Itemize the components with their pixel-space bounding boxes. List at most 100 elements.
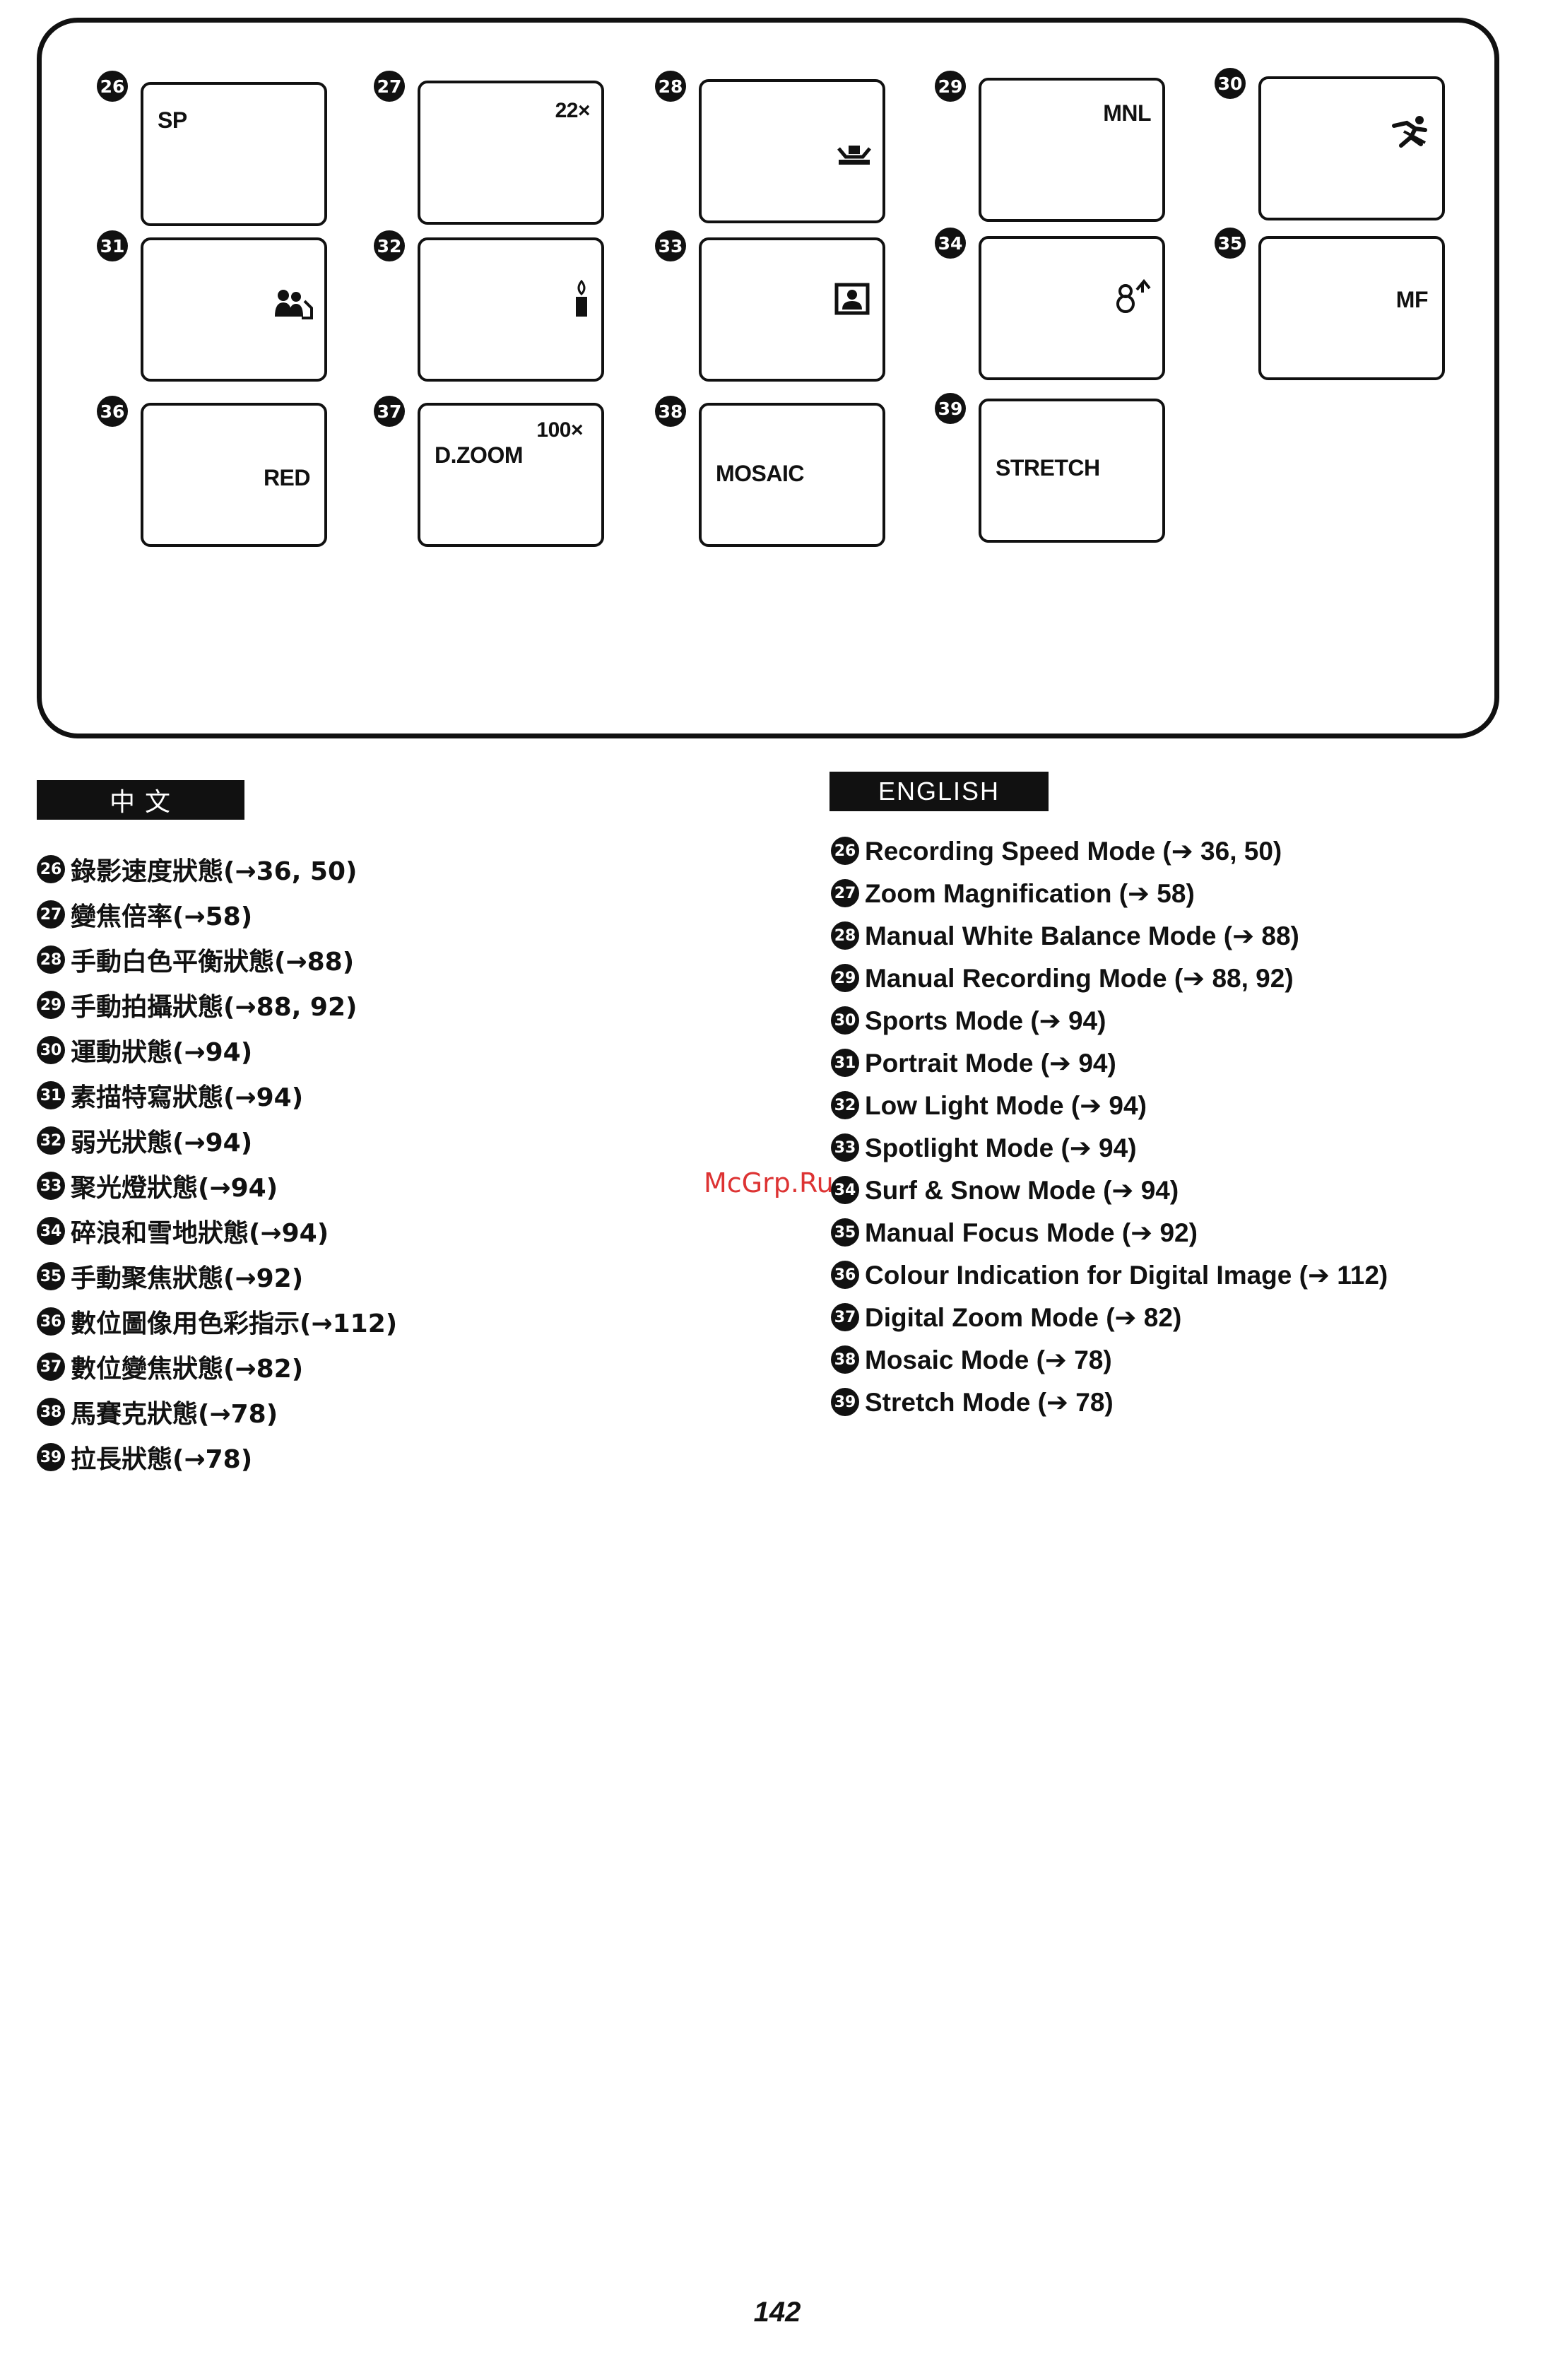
item-text: Sports Mode (➔ 94) xyxy=(865,1006,1106,1035)
item-text: Surf & Snow Mode (➔ 94) xyxy=(865,1175,1179,1205)
screen-frame xyxy=(699,79,885,223)
item-text: 弱光狀態(→94) xyxy=(71,1129,253,1157)
item-text: 變焦倍率(→58) xyxy=(71,902,253,931)
item-text: 手動拍攝狀態(→88, 92) xyxy=(71,993,358,1022)
screen-frame xyxy=(418,237,604,382)
item-text: 拉長狀態(→78) xyxy=(71,1445,253,1474)
number-badge: 37 xyxy=(37,1353,65,1381)
number-badge: 33 xyxy=(37,1172,65,1200)
item-text: Stretch Mode (➔ 78) xyxy=(865,1387,1114,1417)
number-badge: 35 xyxy=(831,1218,859,1247)
item-text: Manual Recording Mode (➔ 88, 92) xyxy=(865,963,1294,993)
portrait-people-icon xyxy=(275,290,313,319)
display-label: MOSAIC xyxy=(716,461,805,486)
item-text: 數位變焦狀態(→82) xyxy=(71,1355,304,1384)
number-badge: 33 xyxy=(831,1133,859,1162)
item-text: Low Light Mode (➔ 94) xyxy=(865,1090,1147,1120)
item-text: Zoom Magnification (➔ 58) xyxy=(865,878,1195,908)
number-badge: 28 xyxy=(37,945,65,974)
number-badge: 31 xyxy=(37,1081,65,1109)
number-badge: 33 xyxy=(655,230,686,261)
screen-frame: MOSAIC xyxy=(699,403,885,547)
number-badge: 30 xyxy=(1215,68,1246,99)
spotlight-icon xyxy=(834,283,870,315)
item-text: 碎浪和雪地狀態(→94) xyxy=(71,1219,329,1248)
sports-runner-icon xyxy=(1392,116,1427,148)
number-badge: 34 xyxy=(831,1176,859,1204)
number-badge: 39 xyxy=(37,1443,65,1471)
display-label: RED xyxy=(263,465,311,490)
chinese-header: 中 文 xyxy=(37,780,244,820)
number-badge: 38 xyxy=(655,396,686,427)
zoom-level-label: 100× xyxy=(536,418,583,442)
item-text: 錄影速度狀態(→36, 50) xyxy=(71,857,358,886)
number-badge: 28 xyxy=(831,921,859,950)
screen-frame: 100× D.ZOOM xyxy=(418,403,604,547)
screen-frame: SP xyxy=(141,82,327,226)
screen-frame xyxy=(1258,76,1445,220)
number-badge: 26 xyxy=(97,71,128,102)
display-panel: 26 SP 27 22× 28 29 MNL 30 xyxy=(37,18,1499,738)
number-badge: 35 xyxy=(37,1262,65,1290)
number-badge: 32 xyxy=(831,1091,859,1119)
number-badge: 34 xyxy=(37,1217,65,1245)
number-badge: 35 xyxy=(1215,228,1246,259)
display-label: STRETCH xyxy=(996,455,1100,481)
item-text: Digital Zoom Mode (➔ 82) xyxy=(865,1302,1182,1332)
number-badge: 26 xyxy=(831,837,859,865)
number-badge: 36 xyxy=(37,1307,65,1336)
number-badge: 36 xyxy=(831,1261,859,1289)
item-text: 運動狀態(→94) xyxy=(71,1038,253,1067)
number-badge: 30 xyxy=(37,1036,65,1064)
number-badge: 29 xyxy=(37,991,65,1019)
watermark: McGrp.Ru xyxy=(704,1167,834,1198)
number-badge: 27 xyxy=(831,879,859,907)
english-header: ENGLISH xyxy=(829,772,1049,811)
number-badge: 39 xyxy=(831,1388,859,1416)
screen-frame: 22× xyxy=(418,81,604,225)
display-label: D.ZOOM xyxy=(435,442,523,468)
screen-frame: MF xyxy=(1258,236,1445,380)
number-badge: 36 xyxy=(97,396,128,427)
number-badge: 26 xyxy=(37,855,65,883)
number-badge: 29 xyxy=(935,71,966,102)
item-text: 馬賽克狀態(→78) xyxy=(71,1400,278,1429)
item-text: 手動白色平衡狀態(→88) xyxy=(71,948,355,977)
screen-frame xyxy=(141,237,327,382)
screen-frame: STRETCH xyxy=(979,399,1165,543)
number-badge: 30 xyxy=(831,1006,859,1035)
item-text: Manual White Balance Mode (➔ 88) xyxy=(865,921,1299,950)
number-badge: 29 xyxy=(831,964,859,992)
item-text: 素描特寫狀態(→94) xyxy=(71,1083,304,1112)
candle-icon xyxy=(576,280,587,317)
number-badge: 27 xyxy=(374,71,405,102)
number-badge: 38 xyxy=(37,1398,65,1426)
item-text: Mosaic Mode (➔ 78) xyxy=(865,1345,1112,1374)
number-badge: 34 xyxy=(935,228,966,259)
number-badge: 31 xyxy=(831,1049,859,1077)
item-text: Colour Indication for Digital Image (➔ 1… xyxy=(865,1260,1388,1290)
